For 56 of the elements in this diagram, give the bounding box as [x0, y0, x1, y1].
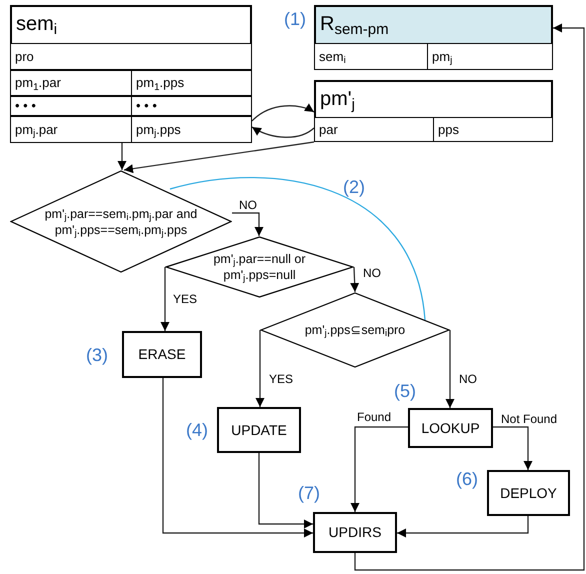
record-table: [314, 5, 553, 70]
table-cell: pm$_{1}$.pps: [131, 70, 252, 96]
table-title: pm'$_{j}$: [320, 87, 355, 112]
edge-label: YES: [268, 372, 294, 386]
decision-diamond: [260, 292, 450, 368]
arrow: [124, 141, 314, 174]
edge-label: NO: [458, 372, 478, 386]
arrow: [162, 378, 313, 538]
arrow: [397, 516, 529, 538]
table-cell: • • •: [131, 96, 252, 116]
edge-label: NO: [362, 266, 382, 280]
edge-label: YES: [172, 292, 198, 306]
step-number: (2): [343, 176, 365, 199]
step-number: (3): [86, 344, 108, 367]
process-box: UPDIRS: [313, 512, 397, 553]
process-box: LOOKUP: [408, 408, 493, 448]
arrow: [354, 24, 585, 571]
edge-label: NO: [238, 198, 258, 212]
curve-line: [170, 177, 426, 320]
table-cell: sem$_{i}$: [314, 43, 428, 70]
arrow: [160, 267, 170, 331]
table-cell: par: [314, 117, 434, 142]
table-cell: • • •: [10, 96, 132, 116]
condition-text: pm'$_{j}$.pps⊆sem$_{i}$pro: [304, 322, 406, 338]
arrow: [350, 266, 360, 292]
arrow: [118, 143, 126, 170]
arrow: [256, 330, 264, 407]
table-cell: pro: [10, 43, 252, 70]
process-box: DEPLOY: [487, 470, 570, 516]
step-number: (1): [284, 8, 306, 31]
table-cell: pm$_{1}$.par: [10, 70, 132, 96]
arrow: [446, 330, 454, 408]
record-table: [10, 5, 252, 143]
condition-text: pm'$_{j}$.par==sem$_{i}$.pm$_{j}$.par and pm'$_{j}$.pps==sem$_{i}$.pm$_{j}$.pps: [44, 206, 198, 238]
condition-text: pm'$_{j}$.par==null or pm'$_{j}$.pps=null: [212, 251, 307, 283]
edge-label: Not Found: [500, 412, 558, 426]
arrow: [350, 426, 408, 512]
step-number: (5): [394, 380, 416, 403]
arrow: [252, 126, 314, 138]
table-cell: pm$_{j}$.par: [10, 116, 132, 143]
table-title: R$_{sem-pm}$: [320, 12, 389, 37]
table-cell: pm$_{j}$: [427, 43, 553, 70]
step-number: (6): [456, 468, 478, 491]
arrow: [258, 453, 313, 528]
edge-label: Found: [356, 410, 392, 424]
process-box: UPDATE: [217, 407, 301, 453]
process-box: ERASE: [122, 331, 202, 378]
step-number: (4): [186, 419, 208, 442]
arrow: [252, 104, 314, 122]
table-title: sem$_{i}$: [16, 12, 58, 37]
arrow: [493, 426, 532, 470]
arrow: [232, 212, 264, 236]
table-cell: pm$_{j}$.pps: [131, 116, 252, 143]
table-cell: pps: [433, 117, 553, 142]
record-table: [314, 80, 553, 142]
step-number: (7): [298, 482, 320, 505]
